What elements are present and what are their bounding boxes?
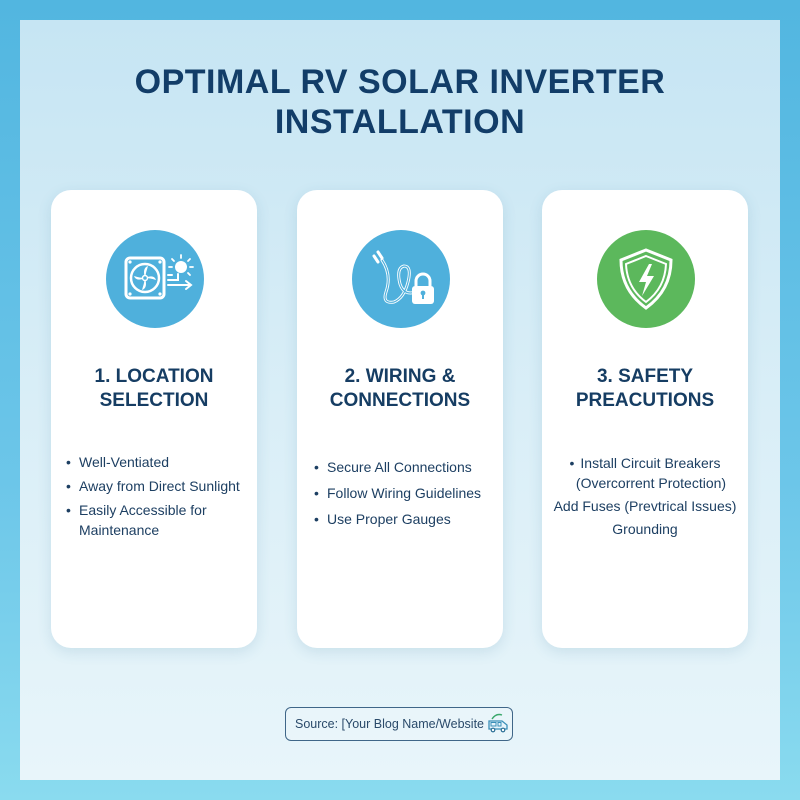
card-title: 1. LOCATION SELECTION <box>94 366 214 411</box>
list-item: •Secure All Connections <box>314 459 472 475</box>
wire-lock-icon <box>352 230 450 328</box>
list-item: •Follow Wiring Guidelines <box>314 485 482 501</box>
list-item: •Easily Accessible for <box>66 502 207 518</box>
card-wiring-connections: 2. WIRING & CONNECTIONS •Secure All Conn… <box>297 190 503 648</box>
card-location-selection: 1. LOCATION SELECTION •Well-Ventiated •A… <box>51 190 257 648</box>
page-title: OPTIMAL RV SOLAR INVERTER INSTALLATION <box>0 62 800 142</box>
title-line-2: INSTALLATION <box>274 103 526 141</box>
source-label: Source: [Your Blog Name/Website <box>295 717 484 731</box>
shield-bolt-icon <box>597 230 695 328</box>
list-item: •Install Circuit Breakers <box>569 455 721 471</box>
list-item-continuation: (Overcorrent Protection) <box>575 475 727 491</box>
fan-sun-icon <box>106 230 204 328</box>
list-item: Add Fuses (Prevtrical Issues) <box>553 498 737 514</box>
bullet-list: •Secure All Connections •Follow Wiring G… <box>297 457 503 535</box>
list-item: •Use Proper Gauges <box>314 511 451 527</box>
card-safety-precautions: 3. SAFETY PREACUTIONS •Install Circuit B… <box>542 190 748 648</box>
card-title: 3. SAFETY PREACUTIONS <box>575 366 715 411</box>
title-line-1: OPTIMAL RV SOLAR INVERTER <box>134 63 666 101</box>
list-item: Grounding <box>612 521 678 537</box>
source-attribution[interactable]: Source: [Your Blog Name/Website <box>285 707 513 741</box>
rv-icon <box>486 713 510 736</box>
bullet-list: •Install Circuit Breakers (Overcorrent P… <box>542 453 748 542</box>
bullet-list: •Well-Ventiated •Away from Direct Sunlig… <box>51 452 257 544</box>
list-item: •Well-Ventiated <box>66 454 170 470</box>
list-item-continuation: Maintenance <box>79 522 160 538</box>
card-title: 2. WIRING & CONNECTIONS <box>329 366 471 411</box>
list-item: •Away from Direct Sunlight <box>66 478 240 494</box>
